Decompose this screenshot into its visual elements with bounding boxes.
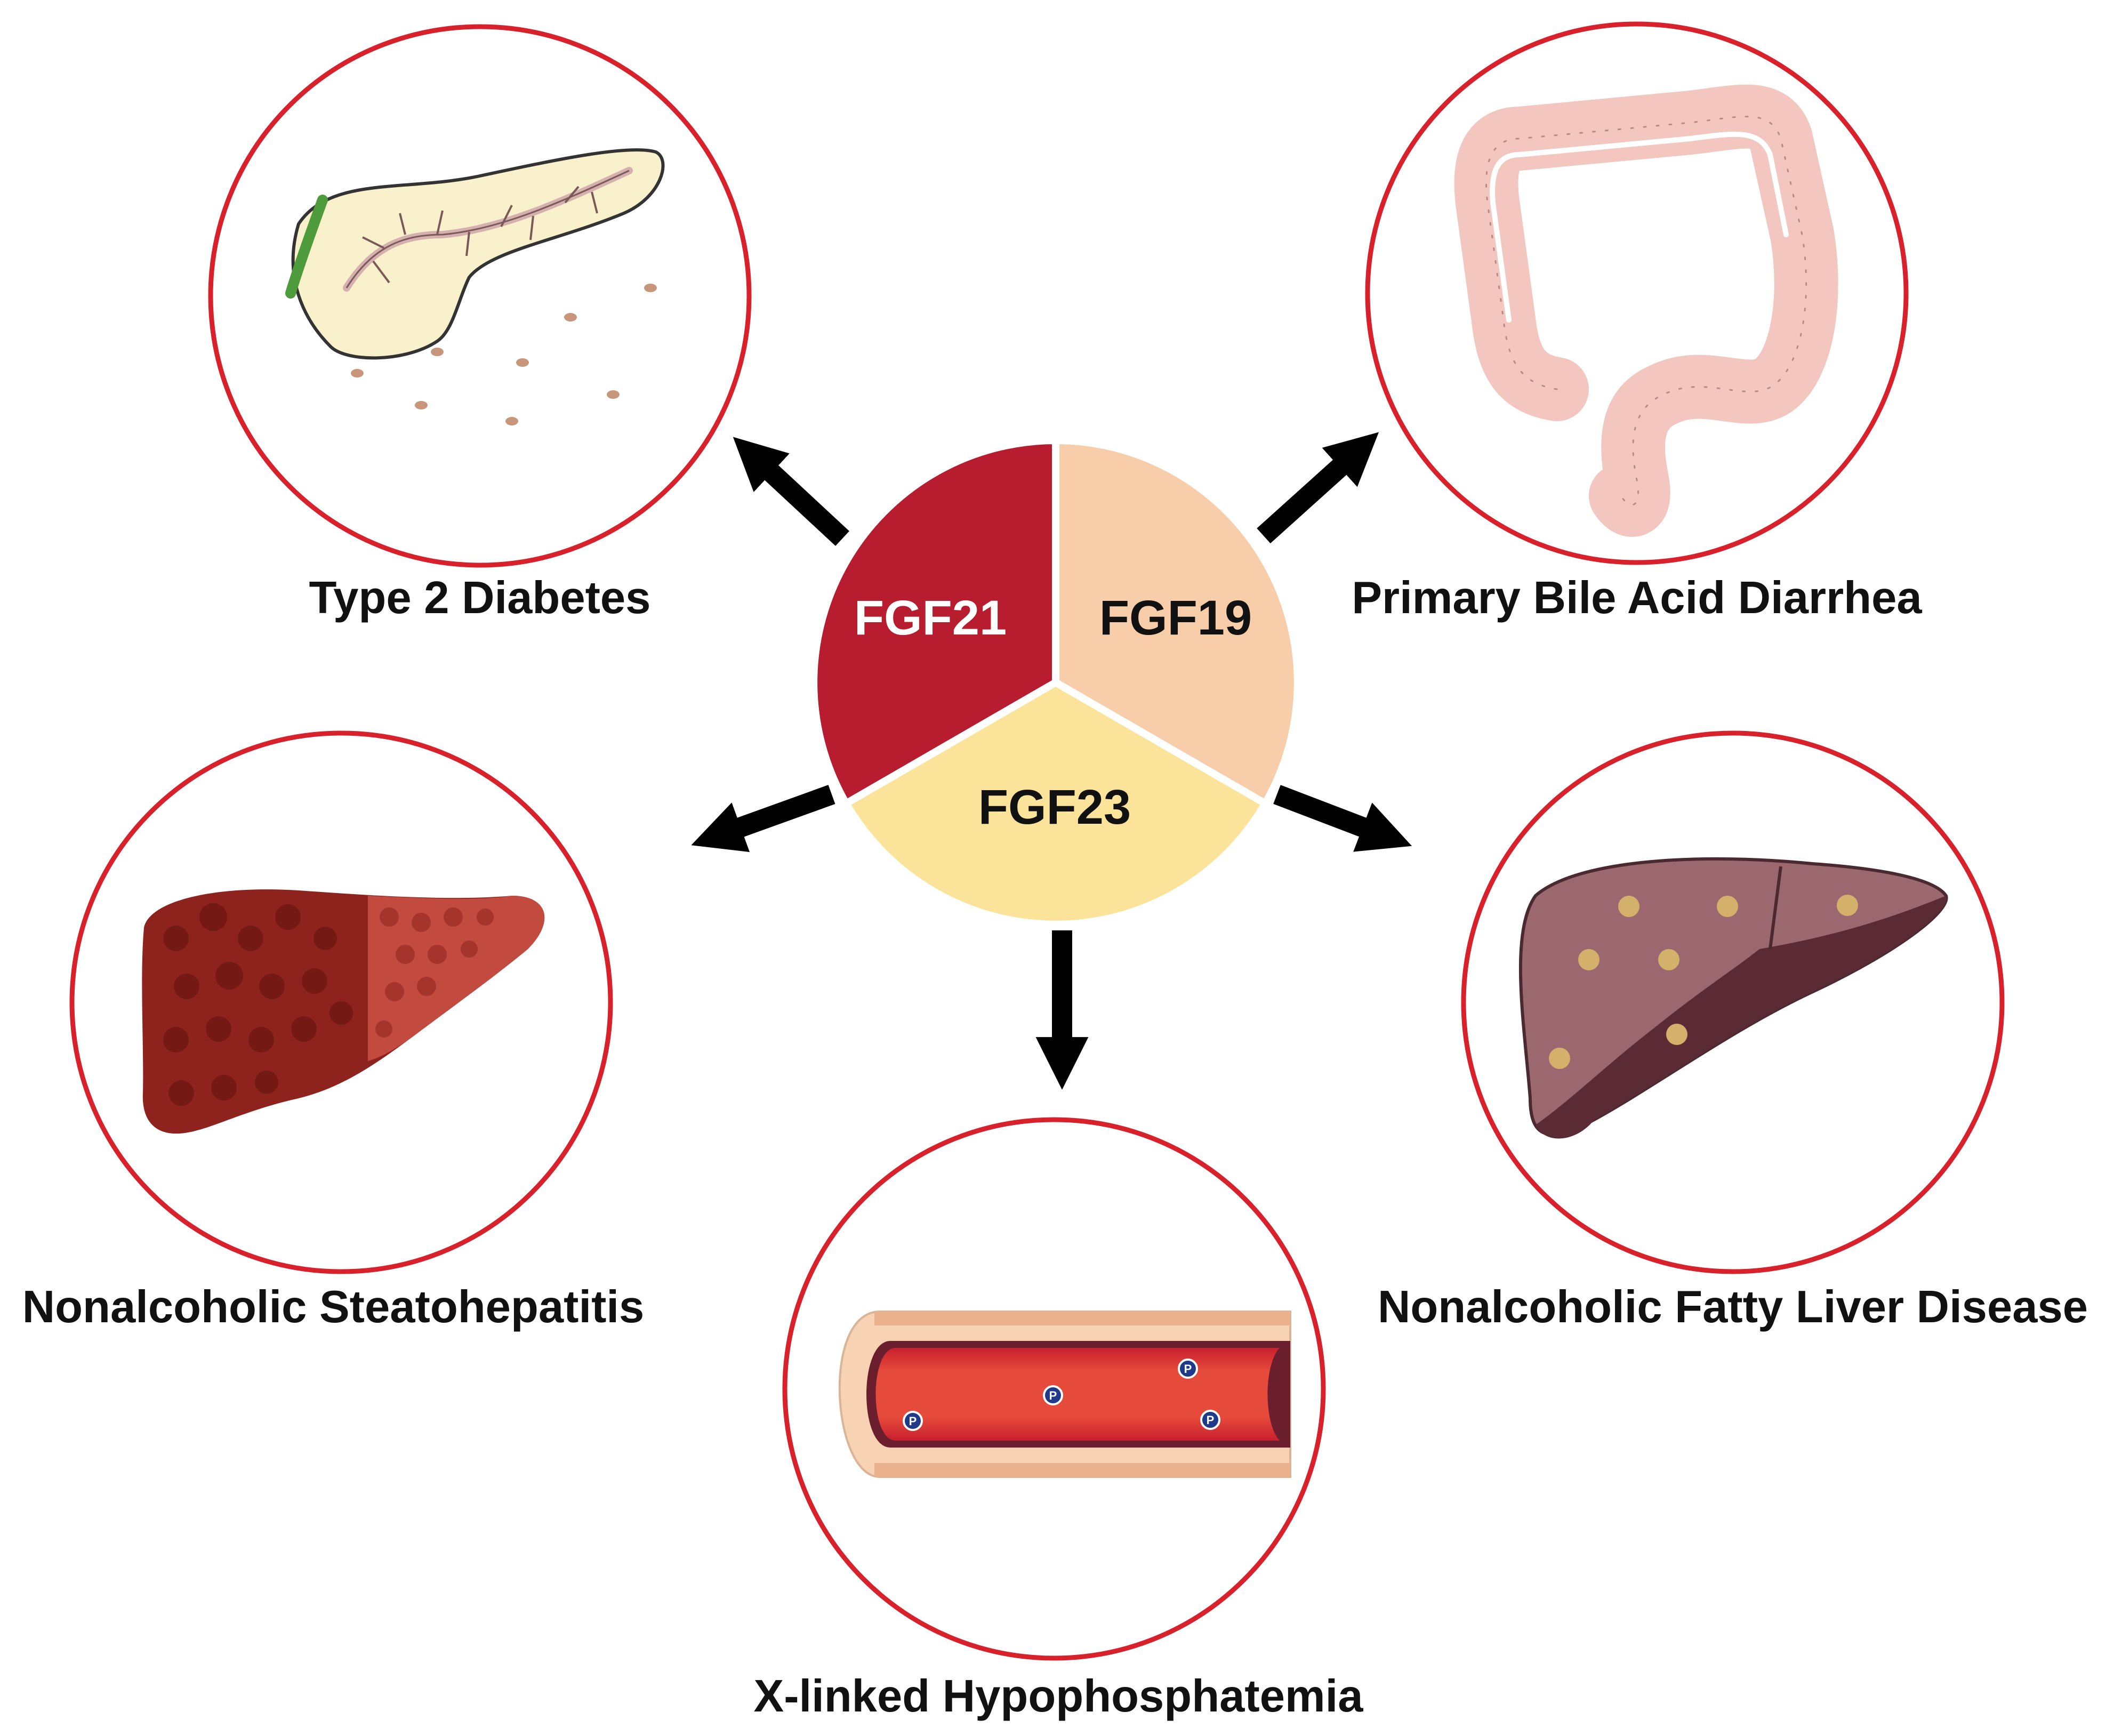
- phosphate-label: P: [1184, 1362, 1192, 1376]
- label-fgf23: FGF23: [978, 780, 1131, 834]
- colon-icon: [1454, 84, 1838, 536]
- disease-node-bile-acid-diarrhea: Primary Bile Acid Diarrhea: [1352, 21, 1922, 623]
- arrow-to-type2-diabetes: [733, 437, 849, 546]
- disease-node-nafld: Nonalcoholic Fatty Liver Disease: [1378, 730, 2088, 1332]
- islet-dots: [351, 284, 657, 425]
- label-nash: Nonalcoholic Steatohepatitis: [22, 1282, 645, 1332]
- disease-node-nash: Nonalcoholic Steatohepatitis: [22, 730, 645, 1332]
- pie-segment-fgf21: [810, 436, 1059, 809]
- pie-segment-fgf23: [841, 678, 1271, 928]
- arrow-to-nafld: [1273, 785, 1412, 852]
- label-xlh: X-linked Hypophosphatemia: [754, 1671, 1364, 1722]
- label-type2-diabetes: Type 2 Diabetes: [309, 573, 651, 623]
- disease-node-type2-diabetes: Type 2 Diabetes: [208, 24, 752, 623]
- arrow-to-nash: [691, 785, 835, 853]
- phosphate-label: P: [1207, 1413, 1215, 1427]
- pancreas-icon: [285, 148, 665, 360]
- arrow-to-bile-acid-diarrhea: [1257, 432, 1379, 544]
- cirrhotic-liver-icon: [142, 889, 545, 1134]
- arrows: [691, 432, 1412, 1090]
- fatty-liver-icon: [1518, 857, 1948, 1139]
- blood-vessel-icon: P P P P: [838, 1311, 1291, 1478]
- fgf-pie: FGF21 FGF19 FGF23: [810, 436, 1301, 928]
- label-fgf19: FGF19: [1099, 591, 1252, 645]
- label-fgf21: FGF21: [854, 591, 1007, 645]
- pie-segment-fgf19: [1052, 436, 1301, 809]
- label-nafld: Nonalcoholic Fatty Liver Disease: [1378, 1282, 2088, 1332]
- disease-node-xlh: P P P P X-linked Hypophosphatemia: [754, 1117, 1364, 1722]
- label-bile-acid-diarrhea: Primary Bile Acid Diarrhea: [1352, 573, 1922, 623]
- phosphate-label: P: [909, 1414, 917, 1428]
- phosphate-particles: P P P P: [903, 1359, 1220, 1431]
- phosphate-label: P: [1049, 1389, 1057, 1402]
